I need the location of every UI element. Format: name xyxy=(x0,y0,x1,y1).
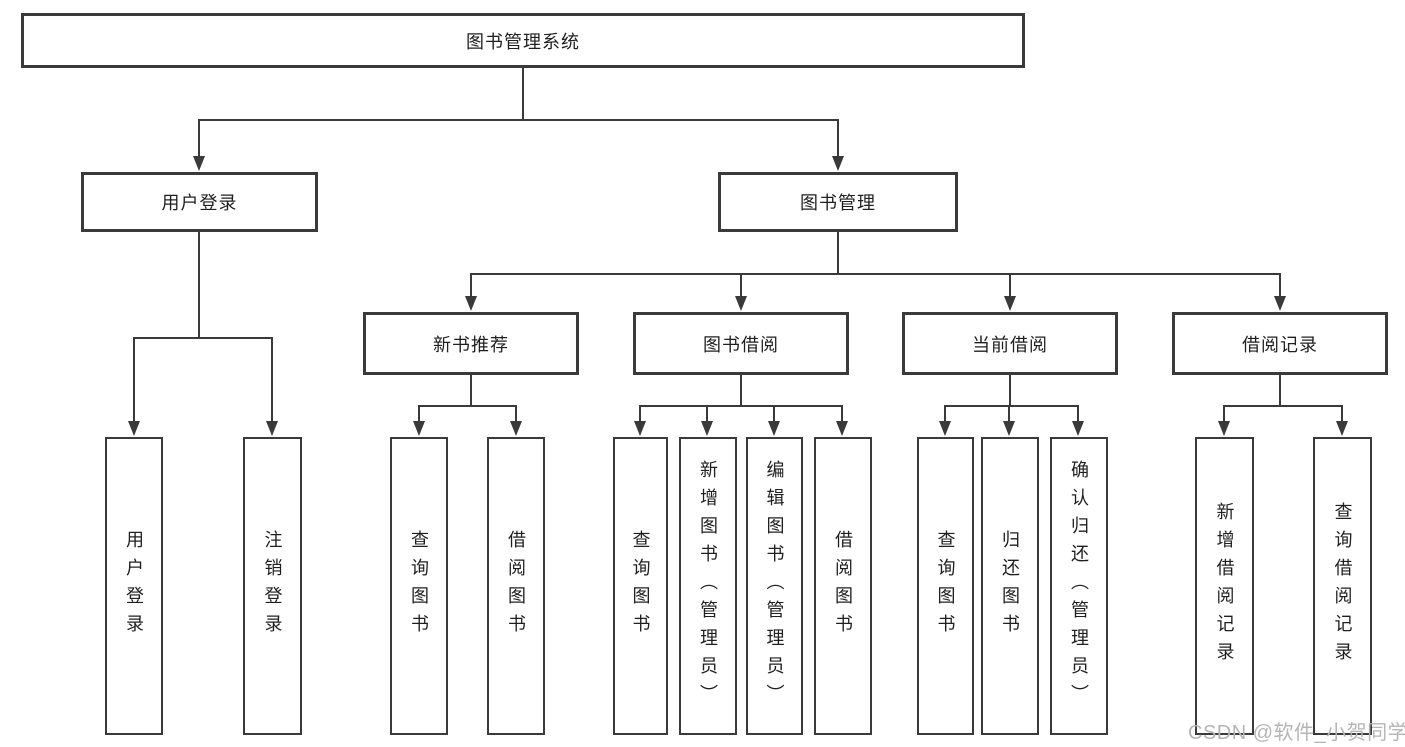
edge-branch-book-borrow xyxy=(639,405,843,407)
arrowhead xyxy=(510,421,522,436)
edge-stem-book-borrow xyxy=(740,275,742,298)
arrowhead-book-management xyxy=(832,156,844,171)
edge-stem xyxy=(706,407,708,422)
edge-user-login-stub xyxy=(198,232,200,338)
node-root: 图书管理系统 xyxy=(21,13,1025,68)
edge-current-borrow-stub xyxy=(1009,375,1011,406)
edge-borrow-records-stub xyxy=(1279,375,1281,406)
arrowhead-book-borrow xyxy=(735,296,747,311)
arrowhead xyxy=(768,421,780,436)
node-label: 图书借阅 xyxy=(703,334,779,355)
edge-stem xyxy=(1341,407,1343,422)
leaf-label: 新增借阅记录 xyxy=(1214,502,1235,670)
arrowhead xyxy=(1336,421,1348,436)
node-current-borrow: 当前借阅 xyxy=(902,312,1118,375)
node-new-book-recommend: 新书推荐 xyxy=(363,312,579,375)
leaf-label: 用户登录 xyxy=(124,530,144,642)
edge-stem-new-book xyxy=(470,275,472,298)
node-label: 用户登录 xyxy=(161,193,238,213)
edge-stem xyxy=(1223,407,1225,422)
edge-stem-leaf-logout xyxy=(271,339,273,422)
arrowhead-current-borrow xyxy=(1004,296,1016,311)
leaf-label: 编辑图书（管理员） xyxy=(764,460,785,712)
edge-stem-user-login xyxy=(198,121,200,158)
leaf-query-books-recommend: 查询图书 xyxy=(390,437,448,735)
leaf-label: 新增图书（管理员） xyxy=(698,460,718,712)
arrowhead-new-book xyxy=(465,296,477,311)
edge-stem xyxy=(1008,407,1010,422)
edge-stem-current-borrow xyxy=(1009,275,1011,298)
arrowhead xyxy=(1072,421,1084,436)
edge-branch-borrow-records xyxy=(1223,405,1343,407)
leaf-label: 查询借阅记录 xyxy=(1332,502,1353,670)
edge-stem xyxy=(1077,407,1079,422)
edge-stem-book-management xyxy=(837,121,839,158)
leaf-query-books-current: 查询图书 xyxy=(917,437,974,735)
leaf-add-borrow-record: 新增借阅记录 xyxy=(1195,437,1254,735)
arrowhead-user-login xyxy=(193,156,205,171)
edge-stem-borrow-records xyxy=(1279,275,1281,298)
leaf-label: 确认归还（管理员） xyxy=(1069,460,1089,712)
leaf-borrow-books: 借阅图书 xyxy=(814,437,872,735)
edge-new-book-stub xyxy=(470,375,472,406)
arrowhead xyxy=(413,421,425,436)
edge-branch-level2 xyxy=(470,273,1281,275)
edge-branch-user-login xyxy=(133,337,273,339)
node-label: 当前借阅 xyxy=(972,334,1048,355)
leaf-query-books-borrow: 查询图书 xyxy=(613,437,668,735)
watermark: CSDN @软件_小贺同学 xyxy=(1188,722,1405,744)
arrowhead xyxy=(701,421,713,436)
edge-stem xyxy=(944,407,946,422)
edge-root-stub xyxy=(522,68,524,120)
leaf-edit-books-admin: 编辑图书（管理员） xyxy=(746,437,803,735)
arrowhead xyxy=(1218,421,1230,436)
leaf-borrow-books-recommend: 借阅图书 xyxy=(487,437,545,735)
edge-branch-new-book xyxy=(418,405,517,407)
node-label: 图书管理系统 xyxy=(466,31,580,52)
leaf-add-books-admin: 新增图书（管理员） xyxy=(679,437,737,735)
edge-branch-current-borrow xyxy=(944,405,1079,407)
edge-book-management-stub xyxy=(837,232,839,274)
leaf-label: 注销登录 xyxy=(262,530,283,642)
node-borrow-records: 借阅记录 xyxy=(1172,312,1388,375)
edge-branch-level1 xyxy=(198,119,839,121)
arrowhead-leaf-logout xyxy=(266,421,278,436)
arrowhead xyxy=(634,421,646,436)
node-label: 新书推荐 xyxy=(433,334,509,355)
node-label: 借阅记录 xyxy=(1242,334,1318,355)
edge-book-borrow-stub xyxy=(740,375,742,406)
leaf-user-login: 用户登录 xyxy=(105,437,163,735)
edge-stem xyxy=(841,407,843,422)
node-user-login: 用户登录 xyxy=(81,172,318,232)
leaf-label: 借阅图书 xyxy=(506,530,526,642)
edge-stem xyxy=(418,407,420,422)
leaf-label: 查询图书 xyxy=(935,530,956,642)
node-label: 图书管理 xyxy=(800,193,876,213)
leaf-label: 归还图书 xyxy=(1000,530,1020,642)
leaf-label: 借阅图书 xyxy=(833,530,853,642)
node-book-management: 图书管理 xyxy=(718,172,958,232)
arrowhead xyxy=(836,421,848,436)
leaf-label: 查询图书 xyxy=(630,530,651,642)
edge-stem xyxy=(773,407,775,422)
leaf-return-books: 归还图书 xyxy=(981,437,1039,735)
leaf-query-borrow-record: 查询借阅记录 xyxy=(1313,437,1372,735)
arrowhead-borrow-records xyxy=(1274,296,1286,311)
arrowhead xyxy=(1003,421,1015,436)
leaf-confirm-return-admin: 确认归还（管理员） xyxy=(1050,437,1108,735)
leaf-logout: 注销登录 xyxy=(243,437,302,735)
leaf-label: 查询图书 xyxy=(409,530,429,642)
edge-stem-leaf-user-login xyxy=(133,339,135,422)
edge-stem xyxy=(639,407,641,422)
arrowhead-leaf-user-login xyxy=(128,421,140,436)
edge-stem xyxy=(515,407,517,422)
arrowhead xyxy=(939,421,951,436)
node-book-borrow: 图书借阅 xyxy=(633,312,849,375)
